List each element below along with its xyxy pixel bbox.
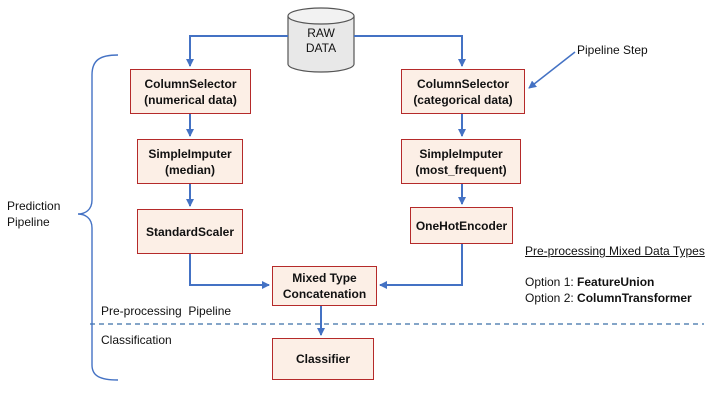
prediction-pipeline-brace (77, 54, 119, 381)
arrow-db-to-numerical (186, 35, 288, 67)
box-subtitle: (categorical data) (413, 92, 513, 107)
arrow-db-to-categorical (354, 35, 466, 67)
classifier-box: Classifier (272, 338, 374, 380)
option-2-value: ColumnTransformer (577, 291, 692, 305)
raw-data-line1: RAW (307, 26, 335, 40)
prediction-pipeline-label: Prediction Pipeline (7, 198, 60, 230)
box-title: SimpleImputer (148, 146, 232, 161)
classification-label: Classification (101, 333, 172, 347)
preprocessing-pipeline-label: Pre-processing Pipeline (101, 304, 232, 318)
mixed-data-types-title: Pre-processing Mixed Data Types (525, 244, 705, 258)
standard-scaler-box: StandardScaler (137, 209, 243, 254)
box-title: Mixed Type (292, 271, 357, 285)
simple-imputer-median-box: SimpleImputer(median) (137, 139, 243, 184)
box-subtitle: (median) (164, 162, 215, 177)
box-subtitle: Concatenation (282, 287, 367, 301)
column-selector-categorical-box: ColumnSelector(categorical data) (401, 69, 525, 114)
option-2-line: Option 2: ColumnTransformer (525, 291, 692, 305)
box-title: ColumnSelector (144, 76, 237, 91)
one-hot-encoder-box: OneHotEncoder (410, 207, 513, 244)
prediction-line2: Pipeline (7, 215, 50, 229)
raw-data-label: RAW DATA (288, 26, 354, 56)
box-subtitle: (most_frequent) (415, 162, 507, 177)
option-1-value: FeatureUnion (577, 275, 655, 289)
pipeline-step-pointer (528, 51, 576, 89)
arrow-onehot-to-concat (379, 244, 463, 289)
option-2-prefix: Option 2: (525, 291, 578, 305)
raw-data-line2: DATA (305, 41, 337, 55)
box-title: Classifier (295, 352, 351, 366)
box-title: SimpleImputer (419, 146, 503, 161)
arrow-scaler-to-concat (189, 254, 270, 289)
box-title: StandardScaler (145, 224, 235, 239)
simple-imputer-most-frequent-box: SimpleImputer(most_frequent) (401, 139, 521, 184)
box-title: ColumnSelector (416, 76, 509, 91)
box-subtitle: (numerical data) (144, 92, 237, 107)
box-title: OneHotEncoder (415, 218, 508, 233)
option-1-prefix: Option 1: (525, 275, 578, 289)
pipeline-step-label: Pipeline Step (577, 43, 648, 57)
column-selector-numerical-box: ColumnSelector(numerical data) (130, 69, 251, 114)
option-1-line: Option 1: FeatureUnion (525, 275, 654, 289)
prediction-line1: Prediction (7, 199, 61, 213)
raw-data-database-icon (287, 7, 355, 73)
